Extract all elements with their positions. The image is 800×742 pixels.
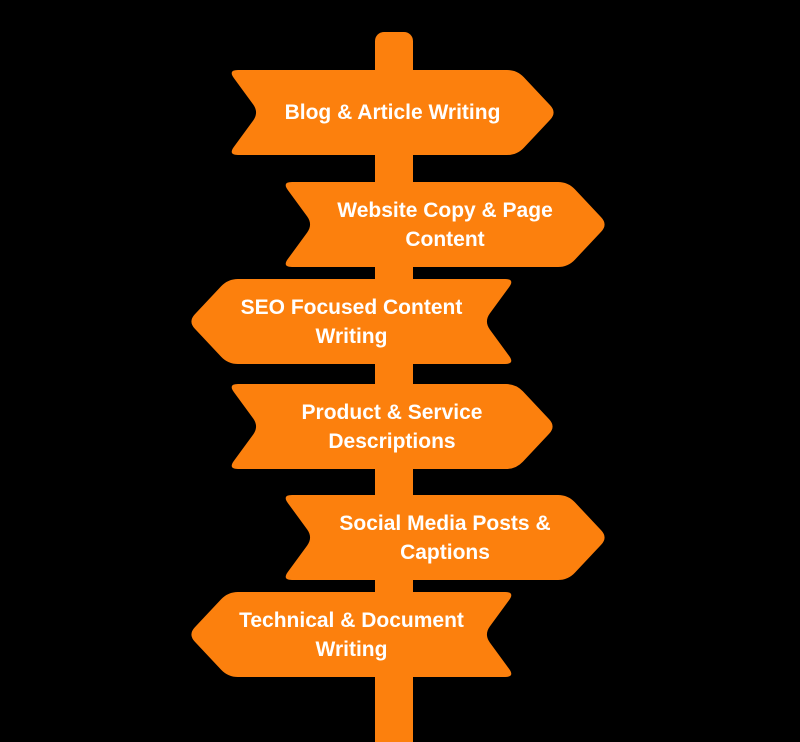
arrow-right-shape <box>285 495 605 580</box>
arrow-right-shape <box>231 384 553 469</box>
arrow-left-shape <box>191 279 512 364</box>
arrow-left-shape <box>191 592 512 677</box>
sign-social-media-posts-captions: Social Media Posts &Captions <box>282 495 608 580</box>
arrow-right-shape <box>285 182 605 267</box>
sign-blog-article-writing: Blog & Article Writing <box>228 70 557 155</box>
arrow-right-shape <box>231 70 554 155</box>
